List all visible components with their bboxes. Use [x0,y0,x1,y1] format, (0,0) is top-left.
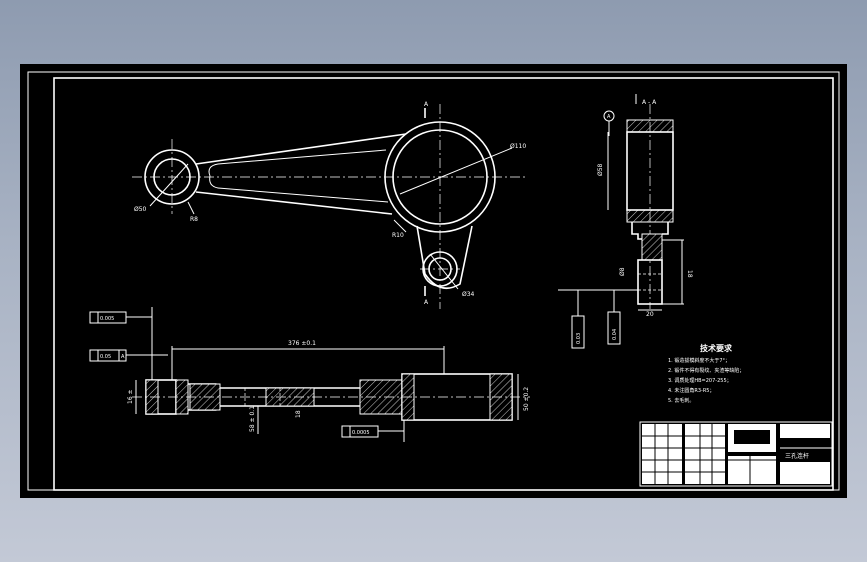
dim-50: 50 ±0.2 [523,387,530,411]
bottom-hole [428,257,452,281]
slot-upper [208,149,387,177]
inner-border [53,77,834,491]
big-end-hole [392,129,488,225]
d110-leader [399,147,513,195]
title-block: 三孔连杆 [639,421,833,487]
perp-value: 0.05 [100,354,111,360]
tech-requirements: 技术要求 1. 锻造拔模斜度不大于7°； 2. 锻件不得有裂纹、夹渣等缺陷； 3… [668,343,744,404]
tech-req-item-3: 3. 调质处理HB=207-255； [668,377,732,384]
dim-376: 376 ±0.1 [288,340,316,347]
tech-req-item-2: 2. 锻件不得有裂纹、夹渣等缺陷； [668,367,744,374]
bottom-lug-outer [422,251,458,287]
part-name: 三孔连杆 [785,452,809,460]
dim-58: Ø58 [597,163,604,176]
tech-req-title: 技术要求 [700,343,733,353]
web-section [641,233,663,261]
section-title: A - A [642,99,657,106]
dim-r10: R10 [392,232,404,239]
web-left [631,222,642,240]
d50-leader [149,163,189,207]
tech-req-item-1: 1. 锻造拔模斜度不大于7°； [668,357,730,364]
dim-20: 20 [646,311,654,318]
section-mark-bottom: A [424,299,429,306]
dim-d8: Ø8 [619,267,626,276]
dim-58b: 58 ± 0.1 [249,406,256,432]
d34-leader [429,253,459,290]
dim-d34: Ø34 [462,291,475,298]
bottom-tol-value: 0.0005 [352,430,370,436]
cad-drawing: A A Ø110 Ø50 R8 R10 Ø34 A - A A Ø58 18 [27,71,840,491]
dim-r8: R8 [190,216,198,223]
small-end-outer [144,149,200,205]
bottom-lug [416,225,473,290]
r10-leader [393,219,407,233]
section-view: A - A A Ø58 18 Ø8 20 0.03 0.04 [558,94,693,349]
section-mark-top: A [424,101,429,108]
title-block-frame [639,421,833,487]
upper-arm-edge [195,133,407,165]
tech-req-item-5: 5. 去毛刺。 [668,397,694,404]
dim-d50: Ø50 [134,206,147,213]
tol-frame-1 [571,315,585,349]
lower-arm-edge [195,191,393,215]
r8-leader [187,201,195,215]
tol-frame-2 [607,311,621,345]
front-view: A A Ø110 Ø50 R8 R10 Ø34 [132,101,526,309]
big-end-outer [384,121,496,233]
web-right [662,222,669,235]
drawing-sheet: A A Ø110 Ø50 R8 R10 Ø34 A - A A Ø58 18 [20,64,847,498]
tol-value-1: 0.03 [576,333,582,344]
dim-d110: Ø110 [510,143,526,150]
top-view: 0.005 0.05 A 376 ±0.1 16 ± 58 ± 0.1 [89,307,530,442]
flatness-value: 0.005 [100,316,114,322]
datum-label: A [607,114,611,120]
slot-lower [217,187,389,203]
small-end-hole [153,158,191,196]
dim-16: 16 ± [127,389,134,404]
dim-18b: 18 [295,410,302,418]
lug-section [637,259,663,305]
tol-value-2: 0.04 [612,329,618,340]
tech-req-item-4: 4. 未注圆角R3-R5； [668,387,714,394]
perp-datum: A [121,354,125,360]
slot-end [209,175,219,189]
dim-18: 18 [686,270,693,278]
